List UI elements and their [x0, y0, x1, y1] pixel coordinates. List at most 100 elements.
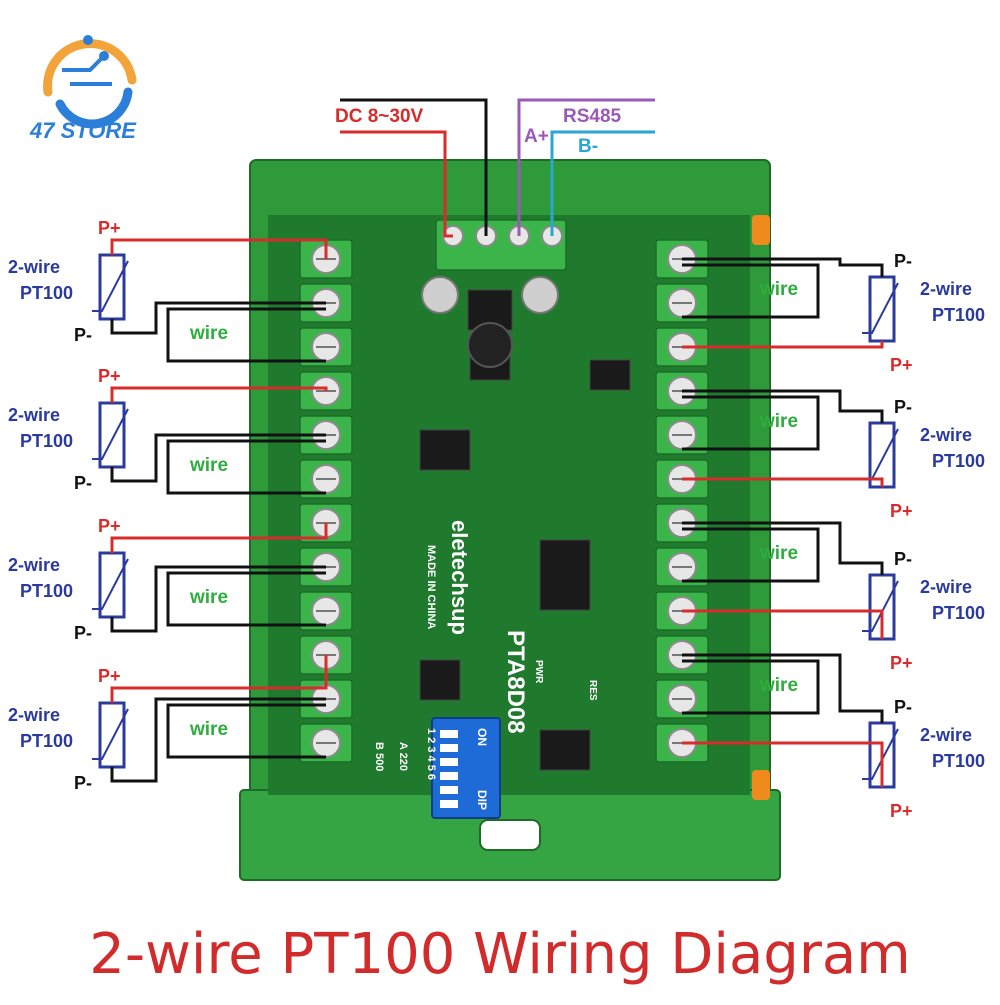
option-a-label: A 220 — [397, 742, 409, 771]
pt100-slope-mark — [92, 558, 129, 610]
sensor-label-line2: PT100 — [932, 305, 985, 325]
p-plus-label: P+ — [98, 666, 121, 686]
sensor-label-line1: 2-wire — [920, 725, 972, 745]
ic-chip — [539, 729, 591, 771]
ic-chip — [589, 359, 631, 391]
p-minus-label: P- — [74, 473, 92, 493]
pt100-slope-mark — [92, 408, 129, 460]
sensor-label-line2: PT100 — [20, 283, 73, 303]
jumper-label: wire — [759, 411, 798, 432]
power-plus-wire — [340, 130, 453, 238]
rs485-title: RS485 — [563, 106, 622, 127]
logo-dot — [83, 35, 93, 45]
pt100-slope-mark — [862, 282, 899, 334]
dip-toggle — [440, 800, 458, 808]
rs485-b-label: B- — [578, 136, 598, 157]
brand-logo-icon — [43, 35, 137, 129]
brand-name: 47 STORE — [30, 118, 136, 143]
sensor-label-line1: 2-wire — [8, 555, 60, 575]
p-minus-label: P- — [74, 623, 92, 643]
jumper-wire — [682, 527, 820, 583]
res-label: RES — [587, 680, 598, 701]
jumper-wire — [682, 263, 820, 319]
din-latch — [752, 215, 770, 245]
p-minus-wire — [110, 301, 326, 335]
power-label: DC 8~30V — [335, 106, 424, 127]
pt100-slope-mark — [862, 580, 899, 632]
p-minus-label: P- — [74, 773, 92, 793]
ic-chip — [467, 289, 513, 331]
sensor-label-line1: 2-wire — [920, 577, 972, 597]
p-minus-wire — [682, 389, 884, 423]
power-minus-wire — [340, 98, 488, 236]
sensor-label-line1: 2-wire — [8, 705, 60, 725]
sensor-label-line2: PT100 — [932, 451, 985, 471]
dip-on-label: ON — [475, 728, 489, 746]
option-b-label: B 500 — [373, 742, 385, 771]
jumper-label: wire — [759, 543, 798, 564]
dip-numbers: 1 2 3 4 5 6 — [425, 728, 437, 780]
pt100-slope-mark — [92, 260, 129, 312]
dip-toggle — [440, 758, 458, 766]
board-model-label: PTA8D08 — [502, 630, 529, 734]
pt100-slope-mark — [862, 728, 899, 780]
jumper-wire — [682, 395, 820, 451]
logo-arc-blue — [55, 87, 133, 129]
sensor-label-line1: 2-wire — [920, 425, 972, 445]
jumper-label: wire — [189, 455, 228, 476]
board-origin-label: MADE IN CHINA — [425, 545, 437, 629]
pt100-slope-mark — [92, 708, 129, 760]
p-minus-label: P- — [894, 251, 912, 271]
dip-toggle — [440, 730, 458, 738]
sensor-label-line2: PT100 — [20, 581, 73, 601]
sensor-label-line2: PT100 — [932, 751, 985, 771]
rs485-a-label: A+ — [524, 126, 549, 147]
p-plus-wire — [110, 523, 328, 553]
capacitor — [421, 276, 459, 314]
p-plus-label: P+ — [98, 516, 121, 536]
logo-dot — [99, 51, 109, 61]
jumper-wire — [166, 439, 326, 495]
sensor-label-line1: 2-wire — [8, 405, 60, 425]
power-terminal-block — [435, 219, 567, 271]
dip-label: DIP — [475, 790, 489, 810]
p-minus-wire — [110, 565, 326, 633]
p-minus-label: P- — [894, 697, 912, 717]
jumper-wire — [166, 571, 326, 627]
jumper-label: wire — [189, 323, 228, 344]
p-plus-label: P+ — [890, 501, 913, 521]
din-latch — [752, 770, 770, 800]
sensor-label-line2: PT100 — [20, 731, 73, 751]
logo-traces — [62, 54, 112, 86]
p-plus-label: P+ — [98, 218, 121, 238]
ic-chip — [539, 539, 591, 611]
board-maker-label: eletechsup — [447, 520, 472, 635]
p-minus-wire — [110, 697, 326, 783]
p-plus-label: P+ — [890, 355, 913, 375]
inductor — [467, 322, 513, 368]
jumper-label: wire — [759, 279, 798, 300]
diagram-caption: 2-wire PT100 Wiring Diagram — [89, 922, 911, 987]
p-minus-wire — [110, 433, 326, 483]
ic-chip — [419, 429, 471, 471]
p-minus-wire — [682, 521, 884, 575]
p-minus-label: P- — [894, 397, 912, 417]
sensor-label-line1: 2-wire — [920, 279, 972, 299]
jumper-wire — [166, 703, 326, 759]
sensor-label-line1: 2-wire — [8, 257, 60, 277]
capacitor — [521, 276, 559, 314]
p-minus-wire — [682, 653, 884, 723]
p-plus-label: P+ — [890, 801, 913, 821]
ic-chip — [419, 659, 461, 701]
sensor-label-line2: PT100 — [20, 431, 73, 451]
p-minus-label: P- — [74, 325, 92, 345]
jumper-wire — [682, 659, 820, 715]
logo-arc-orange — [43, 39, 137, 97]
rs485-b-wire — [550, 130, 655, 236]
dip-toggle — [440, 744, 458, 752]
p-minus-label: P- — [894, 549, 912, 569]
jumper-label: wire — [759, 675, 798, 696]
p-plus-label: P+ — [890, 653, 913, 673]
